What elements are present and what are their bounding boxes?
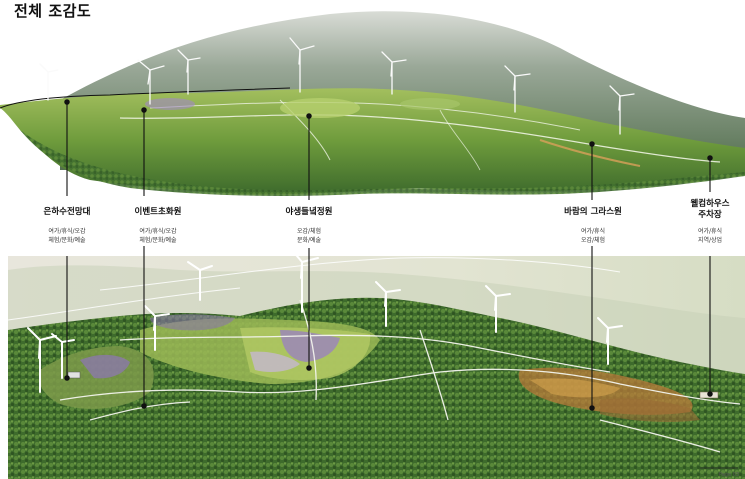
callout-title: 이벤트초화원 [134,207,182,217]
callout-desc-line: 여가/휴식/오감 [139,228,177,235]
callout-wild-field-garden: 야생들녘정원 오감/체험 문화/예술 [286,207,333,245]
callout-desc-line: 오감/체험 [580,237,606,244]
callout-title: 웰컴하우스 [690,199,730,209]
callout-title: 바람의 그라스원 [564,207,622,217]
callout-desc-line: 여가/휴식 [580,228,606,235]
page-number: Page 03 [718,472,739,478]
callout-desc-line: 체험/문화/예술 [48,237,86,244]
callout-title-line2: 주차장 [698,210,722,220]
callout-title: 은하수전망대 [43,207,91,217]
callout-desc-line: 오감/체험 [296,228,322,235]
callout-desc-line: 여가/휴식 [697,228,723,235]
callout-wind-grass-garden: 바람의 그라스원 여가/휴식 오감/체험 [564,207,622,245]
callout-event-flower-garden: 이벤트초화원 여가/휴식/오감 체험/문화/예술 [135,207,182,245]
callout-desc-line: 체험/문화/예술 [139,237,177,244]
callout-leaders [64,99,713,411]
callout-desc-line: 여가/휴식/오감 [48,228,86,235]
callout-milky-way-observatory: 은하수전망대 여가/휴식/오감 체험/문화/예술 [44,207,91,245]
callout-title: 야생들녘정원 [285,207,333,217]
callout-desc-line: 문화/예술 [296,237,322,244]
callout-desc-line: 지역/상업 [697,237,723,244]
upper-panorama [0,11,745,196]
lower-closeup-panorama [7,249,745,479]
page-title: 전체 조감도 [14,2,92,20]
callout-welcome-house-parking: 웰컴하우스 주차장 여가/휴식 지역/상업 [690,199,729,245]
